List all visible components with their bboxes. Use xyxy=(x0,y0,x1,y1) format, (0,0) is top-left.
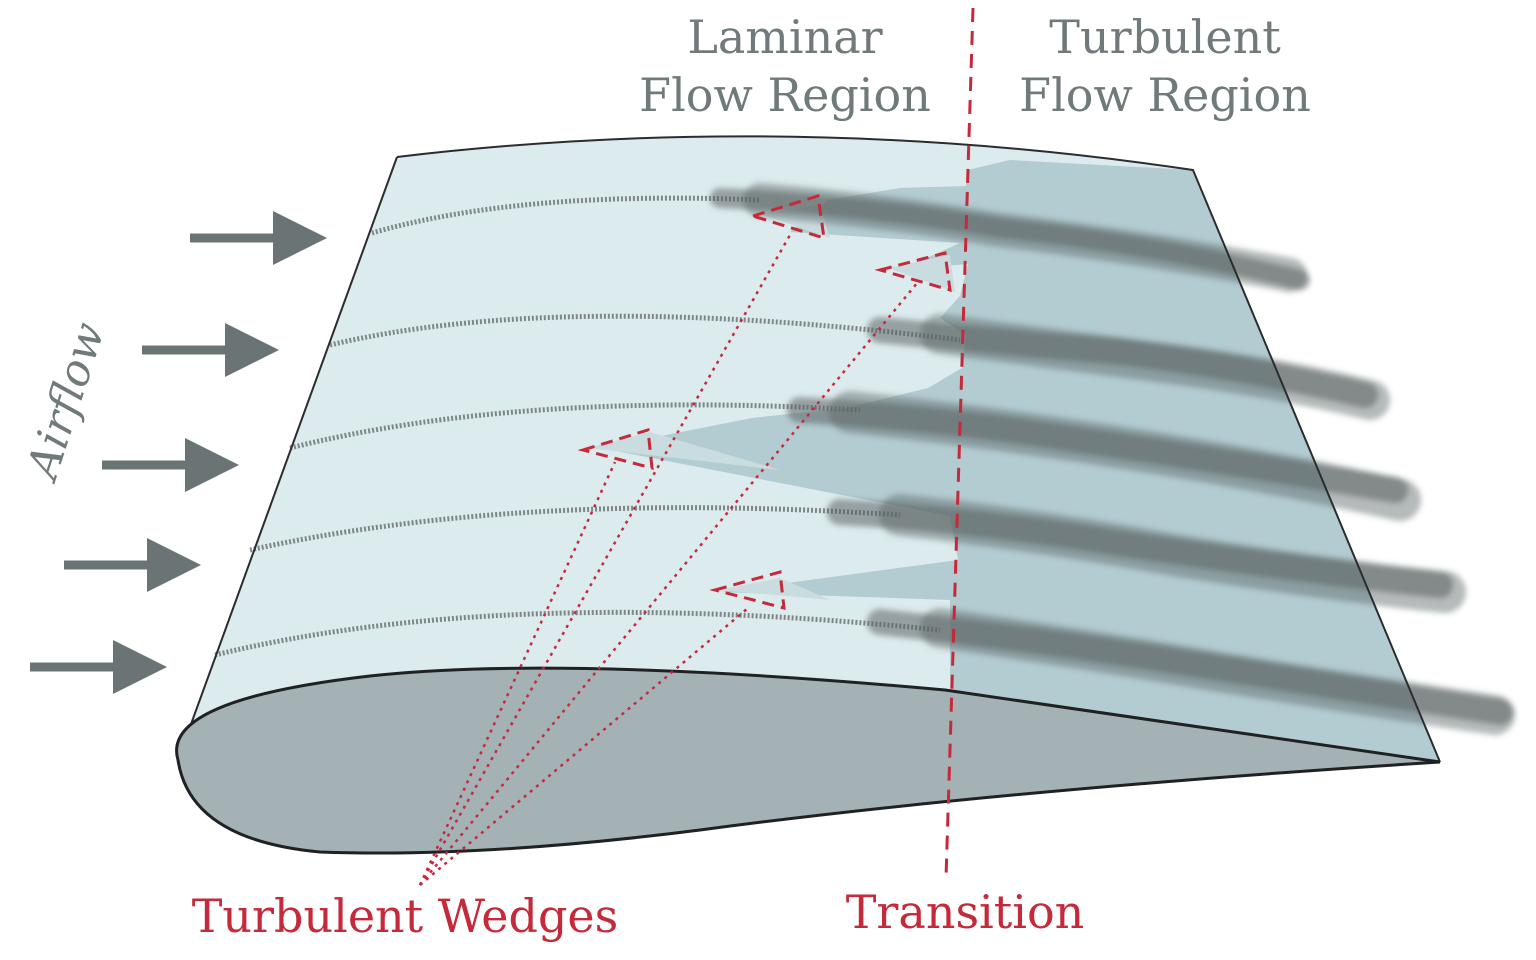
turbulent-smoke-plumes xyxy=(710,183,1515,735)
wedge-marker-3 xyxy=(577,428,654,470)
smoke-plume-5 xyxy=(867,608,1515,735)
streakline-3 xyxy=(289,402,861,451)
laminar-streaklines xyxy=(214,195,961,658)
smoke-plume-1 xyxy=(710,183,1310,292)
wedge-marker-4 xyxy=(709,570,786,611)
transition-line xyxy=(944,7,975,879)
laminar-label-line2: Flow Region xyxy=(639,68,931,122)
streakline-1 xyxy=(371,195,761,236)
airfoil-cross-section xyxy=(175,666,1441,855)
turbulent-label-line2: Flow Region xyxy=(1019,68,1311,122)
laminar-flow-label: Laminar Flow Region xyxy=(639,10,931,122)
smoke-plume-4 xyxy=(827,494,1466,613)
airflow-label: Airflow xyxy=(16,316,115,488)
laminar-label-line1: Laminar xyxy=(687,10,882,64)
turbulent-label-line1: Turbulent xyxy=(1049,10,1281,64)
streakline-5 xyxy=(214,609,941,658)
wedge-pointer-lines xyxy=(418,234,919,886)
transition-label: Transition xyxy=(846,885,1085,939)
airflow-arrows xyxy=(30,211,327,694)
smoke-plume-2 xyxy=(867,314,1390,420)
wedge-marker-2 xyxy=(874,251,952,293)
wing-outline xyxy=(177,135,1441,763)
turbulent-region xyxy=(600,160,1440,762)
streakline-4 xyxy=(249,505,901,553)
streakline-2 xyxy=(329,313,961,348)
turbulent-flow-label: Turbulent Flow Region xyxy=(1019,10,1311,122)
wedge-markers xyxy=(577,194,952,611)
turbulent-wedges-label: Turbulent Wedges xyxy=(192,889,619,943)
